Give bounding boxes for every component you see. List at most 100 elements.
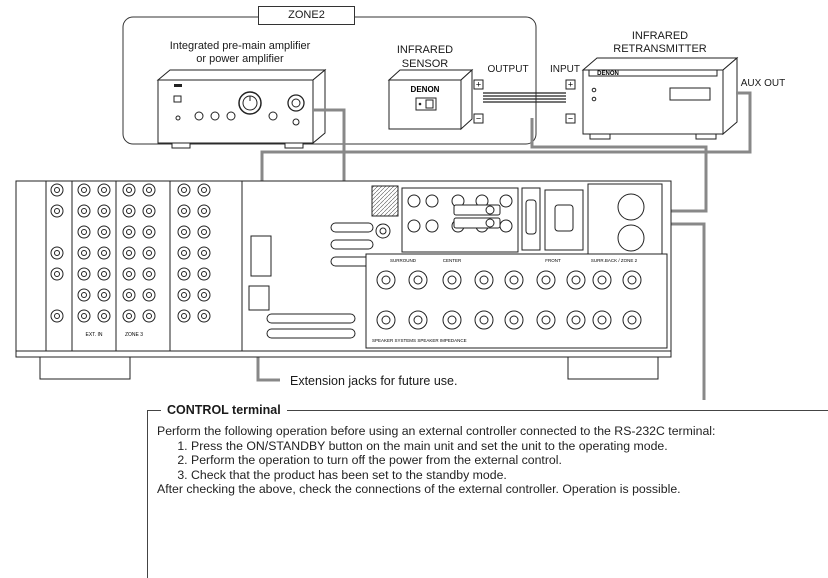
speaker-terminal-center bbox=[447, 315, 457, 325]
terminal-markers: + − + − bbox=[473, 79, 576, 124]
rca-jack-center bbox=[81, 313, 87, 319]
rca-jack-center bbox=[201, 229, 207, 235]
speaker-terminal-center bbox=[541, 275, 551, 285]
rca-jack-center bbox=[181, 229, 187, 235]
rca-jack-center bbox=[181, 250, 187, 256]
control-terminal-steps: Press the ON/STANDBY button on the main … bbox=[157, 439, 828, 483]
rca-jack-center bbox=[201, 250, 207, 256]
rca-jack-center bbox=[54, 187, 60, 193]
rca-jack-center bbox=[146, 229, 152, 235]
rca-jack-center bbox=[146, 271, 152, 277]
rca-jack-center bbox=[101, 250, 107, 256]
control-terminal-closing: After checking the above, check the conn… bbox=[157, 482, 681, 497]
rca-jack-center bbox=[181, 271, 187, 277]
ir-cable bbox=[483, 92, 566, 103]
svg-text:EXT. IN: EXT. IN bbox=[86, 332, 103, 338]
rca-jack-center bbox=[201, 271, 207, 277]
rca-jack-center bbox=[101, 271, 107, 277]
rca-jack-center bbox=[201, 187, 207, 193]
infrared-retransmitter-device: DENON bbox=[581, 56, 739, 140]
speaker-terminal-center bbox=[509, 275, 519, 285]
rca-jack-center bbox=[81, 292, 87, 298]
rca-jack-center bbox=[201, 313, 207, 319]
rca-jack-center bbox=[81, 250, 87, 256]
rca-jack-center bbox=[54, 250, 60, 256]
amplifier-label-line1: Integrated pre-main amplifier bbox=[169, 40, 311, 52]
zone2-tab bbox=[258, 6, 355, 25]
rca-jack-center bbox=[146, 250, 152, 256]
rca-jack-center bbox=[101, 229, 107, 235]
rca-jack-center bbox=[146, 187, 152, 193]
rca-jack-center bbox=[81, 271, 87, 277]
rca-jack-center bbox=[146, 292, 152, 298]
speaker-terminal-center bbox=[479, 275, 489, 285]
control-terminal-panel: CONTROL terminal Perform the following o… bbox=[147, 402, 828, 578]
svg-text:SURROUND: SURROUND bbox=[390, 258, 417, 263]
rca-jack-center bbox=[146, 313, 152, 319]
output-label: OUTPUT bbox=[487, 64, 529, 75]
aux-out-label: AUX OUT bbox=[740, 78, 786, 89]
speaker-terminal-center bbox=[413, 275, 423, 285]
svg-text:CENTER: CENTER bbox=[443, 258, 462, 263]
receiver-rear-panel: EXT. IN ZONE 3 bbox=[15, 180, 672, 380]
preout-plugs bbox=[453, 204, 501, 229]
step-item: Press the ON/STANDBY button on the main … bbox=[191, 439, 828, 454]
svg-text:SURR.BACK / ZONE 2: SURR.BACK / ZONE 2 bbox=[591, 258, 638, 263]
rca-jack-center bbox=[126, 208, 132, 214]
rca-jack-center bbox=[201, 208, 207, 214]
retransmitter-label-line1: INFRARED bbox=[631, 30, 689, 42]
svg-text:DENON: DENON bbox=[597, 71, 619, 77]
rca-jack-center bbox=[126, 229, 132, 235]
speaker-terminal-center bbox=[509, 315, 519, 325]
control-terminal-heading: CONTROL terminal bbox=[161, 402, 287, 418]
step-item: Perform the operation to turn off the po… bbox=[191, 453, 828, 468]
rca-jack-center bbox=[181, 292, 187, 298]
speaker-terminal-center bbox=[571, 315, 581, 325]
rca-jack-center bbox=[126, 250, 132, 256]
rca-jack-center bbox=[54, 271, 60, 277]
speaker-terminal-center bbox=[597, 275, 607, 285]
svg-text:DENON: DENON bbox=[411, 85, 440, 94]
rca-jack-center bbox=[181, 187, 187, 193]
speaker-terminal-center bbox=[571, 275, 581, 285]
speaker-terminal-center bbox=[627, 275, 637, 285]
rca-jack-center bbox=[181, 208, 187, 214]
svg-text:SPEAKER SYSTEMS: SPEAKER SYSTEMS bbox=[372, 338, 416, 343]
retransmitter-label-line2: RETRANSMITTER bbox=[613, 43, 707, 55]
rca-jack-center bbox=[101, 292, 107, 298]
rca-jack-center bbox=[126, 292, 132, 298]
rca-jack-center bbox=[81, 229, 87, 235]
svg-text:+: + bbox=[476, 80, 481, 90]
speaker-terminal-center bbox=[627, 315, 637, 325]
speaker-terminal-center bbox=[479, 315, 489, 325]
rca-jack-center bbox=[54, 208, 60, 214]
rca-jack-center bbox=[201, 292, 207, 298]
svg-text:SPEAKER IMPEDANCE: SPEAKER IMPEDANCE bbox=[417, 338, 466, 343]
rca-jack-center bbox=[81, 208, 87, 214]
input-label: INPUT bbox=[550, 64, 580, 75]
rca-jack-center bbox=[101, 313, 107, 319]
speaker-terminal-center bbox=[597, 315, 607, 325]
speaker-terminal-center bbox=[381, 315, 391, 325]
rca-jack-center bbox=[101, 187, 107, 193]
svg-text:+: + bbox=[568, 80, 573, 90]
rca-jack-center bbox=[54, 313, 60, 319]
amplifier-device bbox=[156, 68, 327, 149]
speaker-terminal-center bbox=[541, 315, 551, 325]
control-terminal-intro: Perform the following operation before u… bbox=[157, 424, 716, 438]
control-terminal-body: Perform the following operation before u… bbox=[157, 424, 828, 497]
speaker-terminal-center bbox=[413, 315, 423, 325]
infrared-sensor-device: DENON bbox=[387, 68, 474, 131]
rca-jack-center bbox=[181, 313, 187, 319]
rca-jack-center bbox=[101, 208, 107, 214]
svg-text:FRONT: FRONT bbox=[545, 258, 561, 263]
speaker-terminal-center bbox=[381, 275, 391, 285]
amplifier-label-line2: or power amplifier bbox=[196, 53, 284, 65]
zone2-label: ZONE2 bbox=[288, 9, 325, 21]
sensor-label-line2: SENSOR bbox=[401, 58, 449, 70]
rca-jack-center bbox=[146, 208, 152, 214]
svg-text:−: − bbox=[476, 114, 481, 124]
rca-jack-center bbox=[81, 187, 87, 193]
rca-jack-center bbox=[126, 313, 132, 319]
rca-jack-center bbox=[126, 271, 132, 277]
